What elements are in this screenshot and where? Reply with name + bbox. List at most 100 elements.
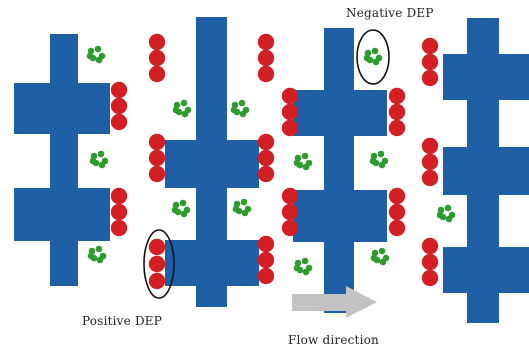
- negative-dep-particle-bead: [182, 111, 189, 118]
- positive-dep-particle: [111, 204, 127, 220]
- positive-dep-particle: [258, 252, 274, 268]
- negative-dep-particle-bead: [87, 53, 94, 60]
- positive-dep-particle: [258, 50, 274, 66]
- positive-dep-particle: [258, 150, 274, 166]
- negative-dep-particle-bead: [373, 59, 380, 66]
- negative-dep-particle-bead: [98, 151, 105, 158]
- positive-dep-particle: [258, 236, 274, 252]
- positive-dep-particle: [258, 66, 274, 82]
- negative-dep-particle-bead: [241, 199, 248, 206]
- negative-dep-particle-bead: [380, 259, 387, 266]
- positive-dep-particle: [111, 188, 127, 204]
- negative-dep-particle: [172, 200, 191, 218]
- positive-dep-particle: [282, 104, 298, 120]
- negative-dep-particle-bead: [302, 258, 309, 265]
- negative-dep-particle-bead: [446, 216, 453, 223]
- negative-dep-particle: [90, 151, 109, 169]
- electrode-segment: [50, 34, 78, 286]
- negative-dep-particle-bead: [90, 158, 97, 165]
- electrode-segment: [443, 247, 529, 293]
- negative-dep-highlight: [357, 30, 389, 84]
- positive-dep-particle: [149, 273, 165, 289]
- positive-dep-particle: [282, 88, 298, 104]
- negative-dep-particle-bead: [180, 200, 187, 207]
- positive-dep-particle: [282, 220, 298, 236]
- positive-dep-particle: [258, 134, 274, 150]
- negative-dep-particle-bead: [437, 212, 444, 219]
- negative-dep-particle-bead: [370, 158, 377, 165]
- positive-dep-particle: [282, 204, 298, 220]
- positive-dep-particle: [422, 70, 438, 86]
- positive-dep-particle: [422, 238, 438, 254]
- electrode-segment: [443, 54, 529, 100]
- negative-dep-particle: [370, 151, 389, 169]
- negative-dep-particle: [364, 48, 383, 66]
- positive-dep-particle: [258, 268, 274, 284]
- negative-dep-particle-bead: [242, 210, 249, 217]
- negative-dep-particle-bead: [172, 207, 179, 214]
- positive-dep-particle: [149, 239, 165, 255]
- positive-dep-particle: [422, 170, 438, 186]
- positive-dep-particle: [422, 270, 438, 286]
- negative-dep-particle-bead: [303, 164, 310, 171]
- positive-dep-particle: [111, 220, 127, 236]
- negative-dep-particle-bead: [294, 160, 301, 167]
- negative-dep-particle: [371, 248, 390, 266]
- negative-dep-particle-bead: [294, 265, 301, 272]
- negative-dep-particle-bead: [371, 255, 378, 262]
- positive-dep-particle: [111, 98, 127, 114]
- positive-dep-particle: [422, 154, 438, 170]
- negative-dep-label: Negative DEP: [346, 6, 434, 20]
- negative-dep-particle-bead: [240, 111, 247, 118]
- positive-dep-particle: [149, 34, 165, 50]
- positive-dep-particle: [422, 254, 438, 270]
- negative-dep-particle-bead: [233, 206, 240, 213]
- negative-dep-particle: [437, 205, 456, 223]
- positive-dep-particle: [258, 166, 274, 182]
- negative-dep-particle-bead: [445, 205, 452, 212]
- positive-dep-label: Positive DEP: [82, 314, 162, 328]
- negative-dep-particle: [88, 246, 107, 264]
- negative-dep-particle-bead: [372, 48, 379, 55]
- positive-dep-particle: [422, 138, 438, 154]
- negative-dep-particle-bead: [96, 57, 103, 64]
- negative-dep-particle: [173, 100, 192, 118]
- negative-dep-particle-bead: [231, 107, 238, 114]
- positive-dep-particle: [389, 120, 405, 136]
- negative-dep-particle-bead: [364, 55, 371, 62]
- negative-dep-particle: [294, 153, 313, 171]
- electrode-segment: [165, 240, 259, 286]
- electrode-segment: [324, 28, 354, 313]
- positive-dep-particle: [282, 188, 298, 204]
- negative-dep-particle-bead: [173, 107, 180, 114]
- positive-dep-particle: [149, 150, 165, 166]
- positive-dep-particle: [389, 104, 405, 120]
- positive-dep-particle: [422, 54, 438, 70]
- negative-dep-particle-bead: [181, 100, 188, 107]
- negative-dep-particle-bead: [99, 162, 106, 169]
- electrode-segment: [443, 147, 529, 195]
- negative-dep-particle-bead: [96, 246, 103, 253]
- negative-dep-particle-bead: [88, 253, 95, 260]
- positive-dep-particle: [149, 50, 165, 66]
- negative-dep-particle-bead: [302, 153, 309, 160]
- negative-dep-particle-bead: [95, 46, 102, 53]
- electrode-segment: [293, 190, 387, 242]
- negative-dep-particle-bead: [378, 151, 385, 158]
- electrode-segment: [293, 90, 387, 136]
- positive-dep-particle: [111, 82, 127, 98]
- negative-dep-particle: [231, 100, 250, 118]
- negative-dep-particle-bead: [97, 257, 104, 264]
- negative-dep-particle: [87, 46, 106, 64]
- positive-dep-particle: [389, 188, 405, 204]
- electrode-segment: [14, 83, 110, 134]
- negative-dep-particle-bead: [379, 162, 386, 169]
- positive-dep-particle: [389, 220, 405, 236]
- positive-dep-particle: [422, 38, 438, 54]
- positive-dep-particle: [149, 134, 165, 150]
- negative-dep-particle-bead: [239, 100, 246, 107]
- positive-dep-particle: [389, 88, 405, 104]
- positive-dep-particle: [258, 34, 274, 50]
- positive-dep-particle: [149, 256, 165, 272]
